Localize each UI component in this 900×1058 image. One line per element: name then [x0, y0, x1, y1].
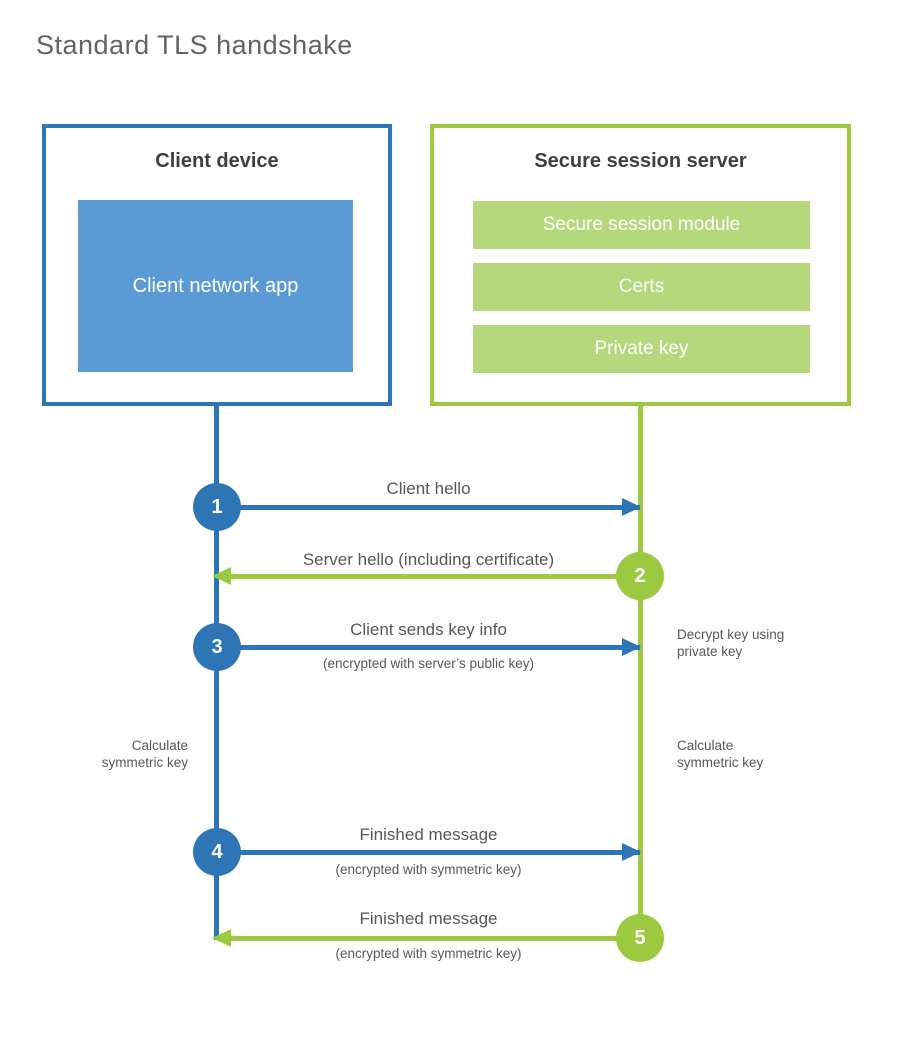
annotation-decrypt-key: Decrypt key using private key: [677, 627, 785, 660]
step-3-arrowhead-icon: [622, 638, 641, 656]
server-lifeline: [638, 406, 643, 962]
step-2-badge: 2: [616, 552, 664, 600]
step-2-arrow: [217, 574, 640, 579]
step-3-label: Client sends key info: [350, 620, 507, 639]
step-1-arrowhead-icon: [622, 498, 641, 516]
server-module-secure-session-module: Secure session module: [473, 201, 810, 249]
step-3-arrow: [217, 645, 640, 650]
server-module-label: Private key: [594, 338, 689, 359]
step-5-arrow: [217, 936, 640, 941]
step-2-arrowhead-icon: [212, 567, 231, 585]
step-3-badge: 3: [193, 623, 241, 671]
server-module-private-key: Private key: [473, 325, 810, 373]
step-4-arrowhead-icon: [622, 843, 641, 861]
server-module-label: Secure session module: [542, 214, 741, 235]
step-5-sublabel: (encrypted with symmetric key): [335, 946, 522, 961]
step-4-arrow: [217, 850, 640, 855]
step-1-badge: 1: [193, 483, 241, 531]
step-1-label: Client hello: [386, 479, 471, 498]
step-3-sublabel: (encrypted with server’s public key): [322, 656, 535, 671]
secure-session-server-title: Secure session server: [534, 150, 747, 172]
step-5-badge: 5: [616, 914, 664, 962]
server-module-certs: Certs: [473, 263, 810, 311]
step-4-sublabel: (encrypted with symmetric key): [335, 862, 522, 877]
step-5-arrowhead-icon: [212, 929, 231, 947]
step-4-badge: 4: [193, 828, 241, 876]
step-2-label: Server hello (including certificate): [302, 550, 555, 569]
step-4-label: Finished message: [359, 825, 498, 844]
server-module-label: Certs: [618, 276, 665, 297]
diagram-title: Standard TLS handshake: [36, 30, 353, 60]
step-1-arrow: [217, 505, 640, 510]
client-device-title: Client device: [155, 150, 279, 172]
client-network-app-box: Client network app: [78, 200, 353, 372]
annotation-calculate-symmetric-key-client: Calculate symmetric key: [101, 738, 188, 771]
client-network-app-label: Client network app: [132, 274, 299, 297]
annotation-calculate-symmetric-key-server: Calculate symmetric key: [677, 738, 764, 771]
client-lifeline: [214, 406, 219, 940]
step-5-label: Finished message: [359, 909, 498, 928]
